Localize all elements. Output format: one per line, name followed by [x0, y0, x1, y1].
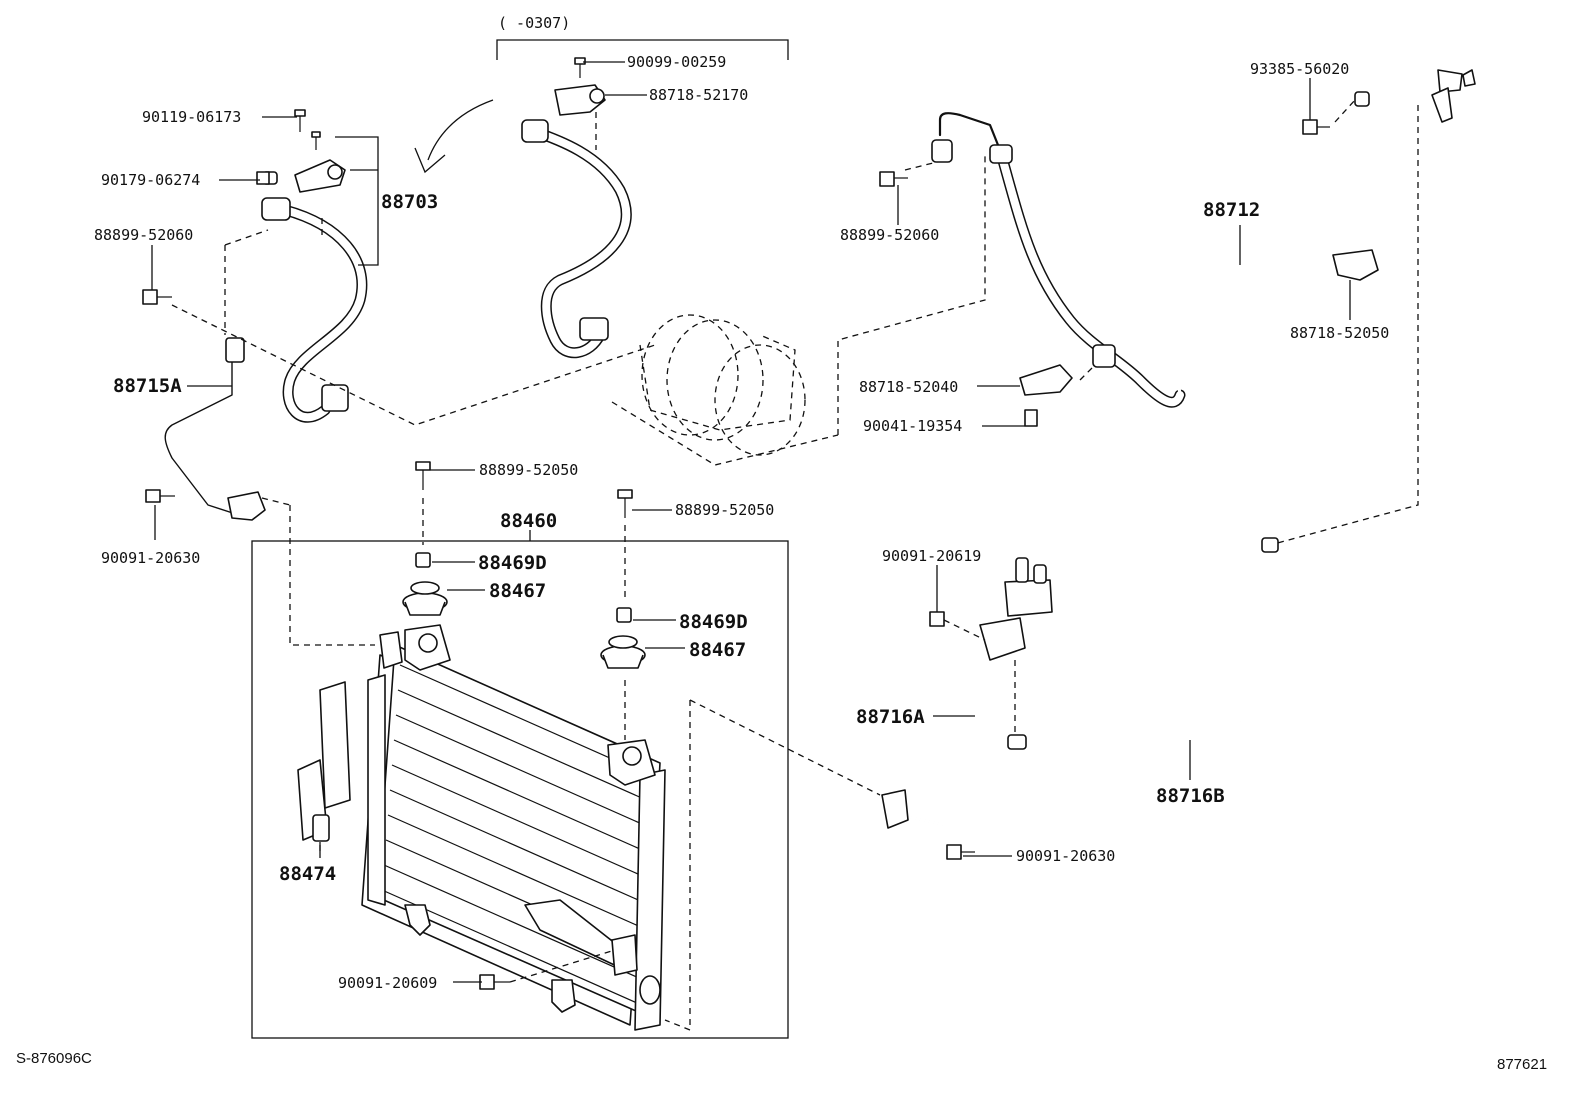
pipe-88716B [1007, 537, 1279, 777]
label-90119-06173: 90119-06173 [142, 108, 241, 126]
plug-88469D-b [616, 607, 632, 623]
footer-left-code: S-876096C [16, 1050, 92, 1067]
label-88899-52060-right: 88899-52060 [840, 226, 939, 244]
label-90041-19354: 90041-19354 [863, 417, 962, 435]
date-range-bracket: ( -0307) [496, 14, 789, 60]
curved-arrow-icon [414, 99, 494, 174]
cap-88467-a [402, 581, 448, 616]
label-90091-20609: 90091-20609 [338, 974, 437, 992]
pipe-88712 [931, 69, 1476, 408]
discharge-hose-88703 [261, 109, 368, 423]
label-88899-52060-left: 88899-52060 [94, 226, 193, 244]
label-90099-00259: 90099-00259 [627, 53, 726, 71]
label-90091-20630-right: 90091-20630 [1016, 847, 1115, 865]
cap-88467-b [600, 635, 646, 669]
compressor-outline [611, 314, 839, 466]
label-88716A: 88716A [856, 706, 925, 728]
label-88467-a: 88467 [489, 580, 546, 602]
label-88469D-b: 88469D [679, 611, 748, 633]
label-88716B: 88716B [1156, 785, 1225, 807]
condenser-assembly-box [251, 540, 789, 1039]
label-88899-52050-a: 88899-52050 [479, 461, 578, 479]
date-range-note: ( -0307) [498, 14, 570, 32]
label-88467-b: 88467 [689, 639, 746, 661]
label-88712: 88712 [1203, 199, 1260, 221]
label-90091-20630-left: 90091-20630 [101, 549, 200, 567]
label-88715A: 88715A [113, 375, 182, 397]
label-90091-20619: 90091-20619 [882, 547, 981, 565]
label-90179-06274: 90179-06274 [101, 171, 200, 189]
label-88703: 88703 [381, 191, 438, 213]
label-88474: 88474 [279, 863, 336, 885]
footer-right-code: 877621 [1497, 1056, 1547, 1073]
leader-lines [151, 61, 1351, 983]
plug-88469D-a [415, 552, 431, 568]
label-93385-56020: 93385-56020 [1250, 60, 1349, 78]
pipe-88716A [881, 557, 1070, 860]
label-88899-52050-b: 88899-52050 [675, 501, 774, 519]
label-88718-52170: 88718-52170 [649, 86, 748, 104]
condenser-core [361, 624, 666, 1031]
pipe-88715A [164, 337, 266, 521]
dryer-88474 [297, 681, 351, 842]
bracket-88718-52050 [1332, 249, 1379, 281]
label-88460: 88460 [500, 510, 557, 532]
suction-hose-variant [521, 57, 632, 359]
label-88718-52040: 88718-52040 [859, 378, 958, 396]
label-88469D-a: 88469D [478, 552, 547, 574]
label-88718-52050: 88718-52050 [1290, 324, 1389, 342]
bracket-88718-52040 [1019, 364, 1073, 396]
